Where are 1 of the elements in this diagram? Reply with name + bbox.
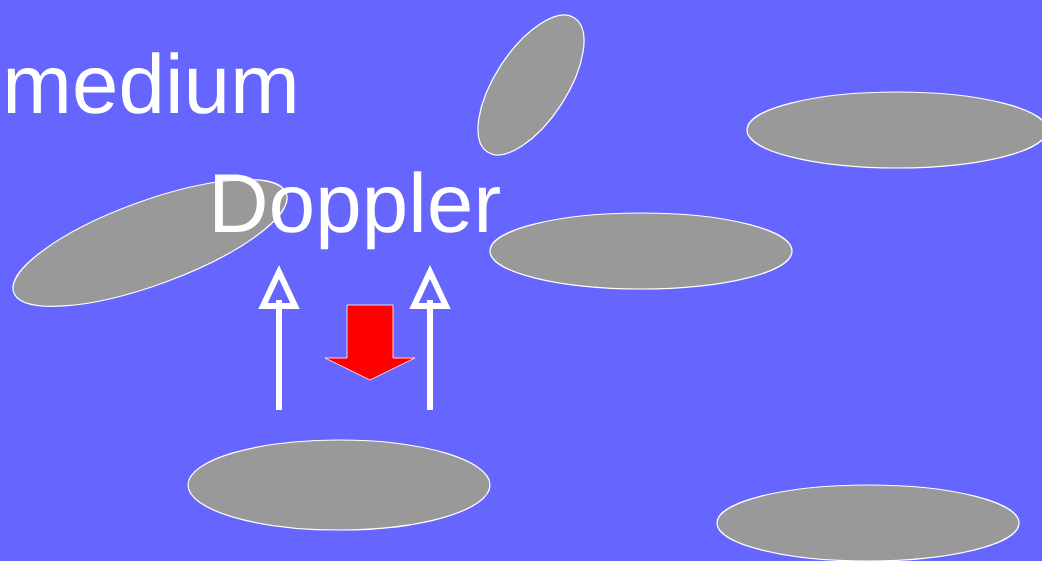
- caption-text: medium: [7, 52, 295, 114]
